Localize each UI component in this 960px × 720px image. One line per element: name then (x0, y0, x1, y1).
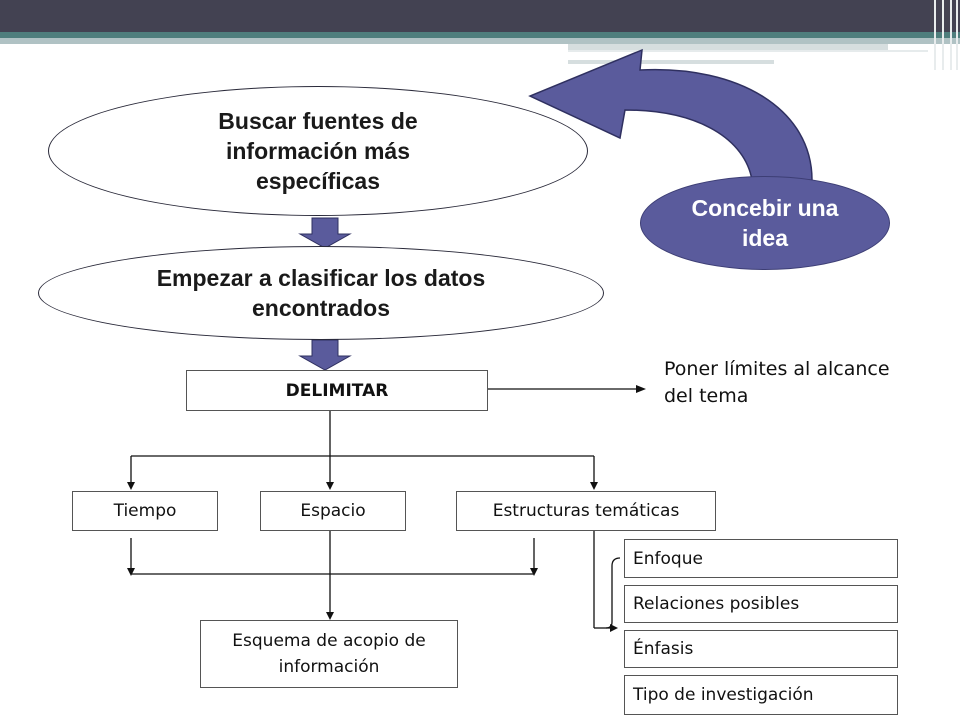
sub-item-research-type: Tipo de investigación (624, 675, 898, 715)
down-arrow-icon (298, 217, 352, 249)
classify-data-label: Empezar a clasificar los datos encontrad… (156, 265, 486, 321)
time-box: Tiempo (72, 491, 218, 531)
conceive-idea-node: Concebir una idea (640, 176, 890, 270)
title-bar (0, 0, 960, 32)
sub-item-focus: Enfoque (624, 539, 898, 578)
sub-item-relations: Relaciones posibles (624, 585, 898, 623)
curved-arrow-icon (528, 48, 813, 181)
decor-stripe (568, 44, 888, 50)
delimit-box: DELIMITAR (186, 370, 488, 411)
classify-data-node: Empezar a clasificar los datos encontrad… (38, 246, 604, 340)
decor-vertical-lines (930, 0, 960, 70)
sub-item-emphasis: Énfasis (624, 630, 898, 668)
accent-stripe-light (0, 38, 960, 44)
space-box: Espacio (260, 491, 406, 531)
search-sources-node: Buscar fuentes de información más especí… (48, 86, 588, 216)
decor-stripe (568, 50, 928, 52)
search-sources-label: Buscar fuentes de información más especí… (218, 108, 418, 194)
decor-stripe (568, 60, 774, 64)
down-arrow-icon (298, 339, 352, 371)
delimit-note: Poner límites al alcance del tema (664, 358, 890, 407)
accent-stripe (0, 32, 960, 38)
conceive-idea-label: Concebir una idea (691, 195, 839, 251)
collection-scheme-box: Esquema de acopio de información (200, 620, 458, 688)
thematic-structures-box: Estructuras temáticas (456, 491, 716, 531)
